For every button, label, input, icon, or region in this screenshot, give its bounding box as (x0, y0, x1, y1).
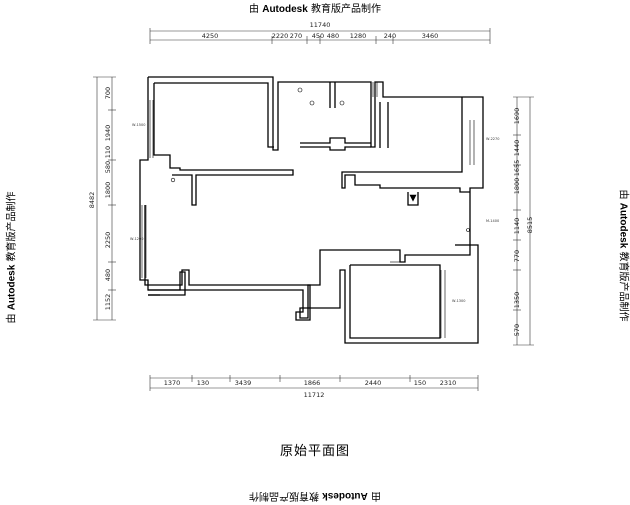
dim-top-2: 270 (290, 32, 302, 40)
dim-left-6: 480 (104, 269, 112, 281)
dim-top-4: 480 (327, 32, 339, 40)
dim-bottom-total: 11712 (304, 391, 325, 399)
dim-bottom-5: 150 (414, 379, 426, 387)
walls (140, 77, 483, 343)
dim-right-5: 770 (513, 250, 521, 262)
dimension-lines (97, 31, 530, 388)
dim-bottom-0: 1370 (164, 379, 181, 387)
door-tag: M-1400 (486, 219, 499, 223)
dim-right-0: 1690 (513, 108, 521, 125)
dim-bottom-1: 130 (197, 379, 209, 387)
window-tag-w1: W-1500 (132, 123, 146, 127)
window-tag-w4: W-1300 (452, 299, 466, 303)
dim-right-total: 8515 (526, 217, 534, 234)
dim-left-2: 110 (104, 146, 112, 158)
dim-bottom-3: 1866 (304, 379, 321, 387)
dim-right-7: 570 (513, 324, 521, 336)
dim-right-6: 1350 (513, 292, 521, 309)
window-tag-w3: W-2270 (486, 137, 500, 141)
dim-left-3: 580 (104, 161, 112, 173)
dim-bottom-4: 2440 (365, 379, 382, 387)
dim-top-total: 11740 (310, 21, 331, 29)
window-tag-w2: W-1200 (130, 237, 144, 241)
dim-left-0: 700 (104, 87, 112, 99)
dim-right-1: 1440 (513, 140, 521, 157)
dim-top-7: 3460 (422, 32, 439, 40)
dim-bottom-2: 3439 (235, 379, 252, 387)
plan-title: 原始平面图 (0, 440, 630, 459)
dim-right-4: 1140 (513, 218, 521, 235)
dim-left-5: 2250 (104, 232, 112, 249)
dim-left-4: 1800 (104, 182, 112, 199)
dim-bottom-6: 2310 (440, 379, 457, 387)
dim-top-6: 240 (384, 32, 396, 40)
dim-left-total: 8482 (88, 192, 96, 209)
dim-right-2: 1655 (513, 160, 521, 177)
dim-top-0: 4250 (202, 32, 219, 40)
dim-left-7: 1152 (104, 294, 112, 311)
dim-top-3: 450 (312, 32, 324, 40)
dim-top-1: 2220 (272, 32, 289, 40)
dim-top-5: 1280 (350, 32, 367, 40)
dim-right-3: 1800 (513, 178, 521, 195)
dim-left-1: 1940 (104, 125, 112, 142)
